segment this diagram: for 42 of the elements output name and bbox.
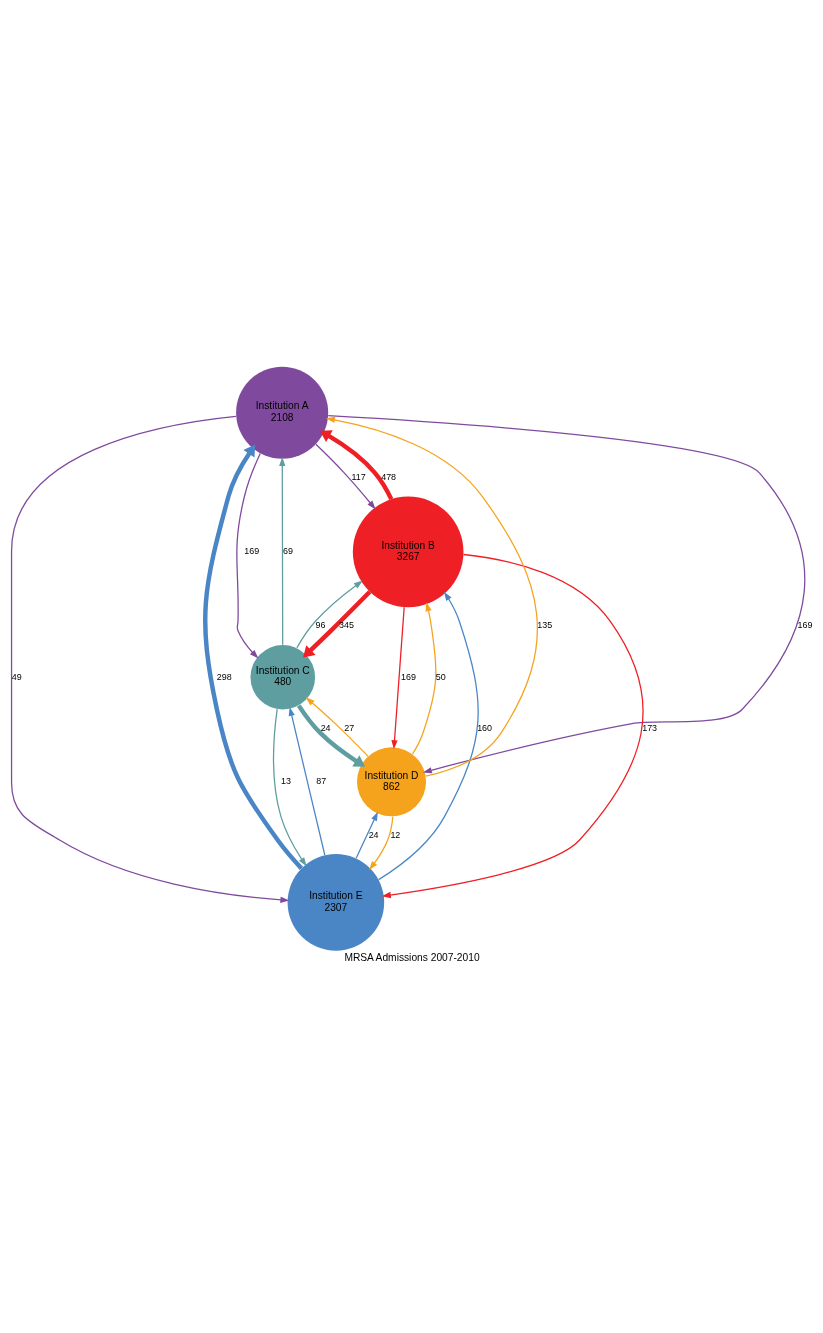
edge-label: 49 bbox=[11, 671, 22, 682]
edge-label: 169 bbox=[797, 619, 813, 630]
arrow bbox=[390, 606, 405, 749]
arrow bbox=[327, 414, 805, 773]
arrow bbox=[302, 589, 371, 658]
edge-label: 345 bbox=[338, 619, 354, 630]
arrow bbox=[202, 444, 303, 870]
arrow bbox=[314, 443, 376, 509]
arrow bbox=[288, 706, 325, 856]
edge-label: 87 bbox=[315, 775, 326, 786]
node-circle: Institution D 862 bbox=[356, 746, 426, 816]
arrow bbox=[325, 416, 538, 777]
arrow bbox=[381, 553, 644, 898]
arrow bbox=[10, 415, 289, 903]
arrow bbox=[319, 429, 393, 500]
edge-label: 50 bbox=[435, 671, 446, 682]
edge-label: 117 bbox=[350, 471, 366, 482]
edge-label: 69 bbox=[282, 545, 293, 556]
arrow bbox=[272, 708, 307, 866]
edge-label: 478 bbox=[380, 471, 396, 482]
edge-label: 298 bbox=[216, 671, 232, 682]
arrow bbox=[296, 703, 365, 767]
edge-label: 160 bbox=[476, 722, 492, 733]
edge-label: 24 bbox=[368, 829, 379, 840]
arrow bbox=[278, 456, 285, 645]
caption: MRSA Admissions 2007-2010 bbox=[343, 951, 480, 963]
arrow bbox=[411, 601, 437, 755]
arrow bbox=[368, 815, 393, 870]
edge-label: 169 bbox=[243, 545, 259, 556]
arrow bbox=[305, 696, 369, 757]
edge-label: 12 bbox=[389, 829, 400, 840]
edge-label: 27 bbox=[343, 722, 354, 733]
arrow bbox=[295, 580, 363, 648]
edge-label: 173 bbox=[641, 722, 657, 733]
edge-label: 169 bbox=[400, 671, 416, 682]
arrow bbox=[235, 452, 261, 658]
arrow bbox=[355, 811, 378, 859]
edge-label: 13 bbox=[280, 775, 291, 786]
edge-label: 96 bbox=[315, 619, 325, 630]
edge-label: 24 bbox=[320, 722, 331, 733]
edge-label: 135 bbox=[536, 619, 552, 630]
arrow bbox=[377, 591, 479, 880]
